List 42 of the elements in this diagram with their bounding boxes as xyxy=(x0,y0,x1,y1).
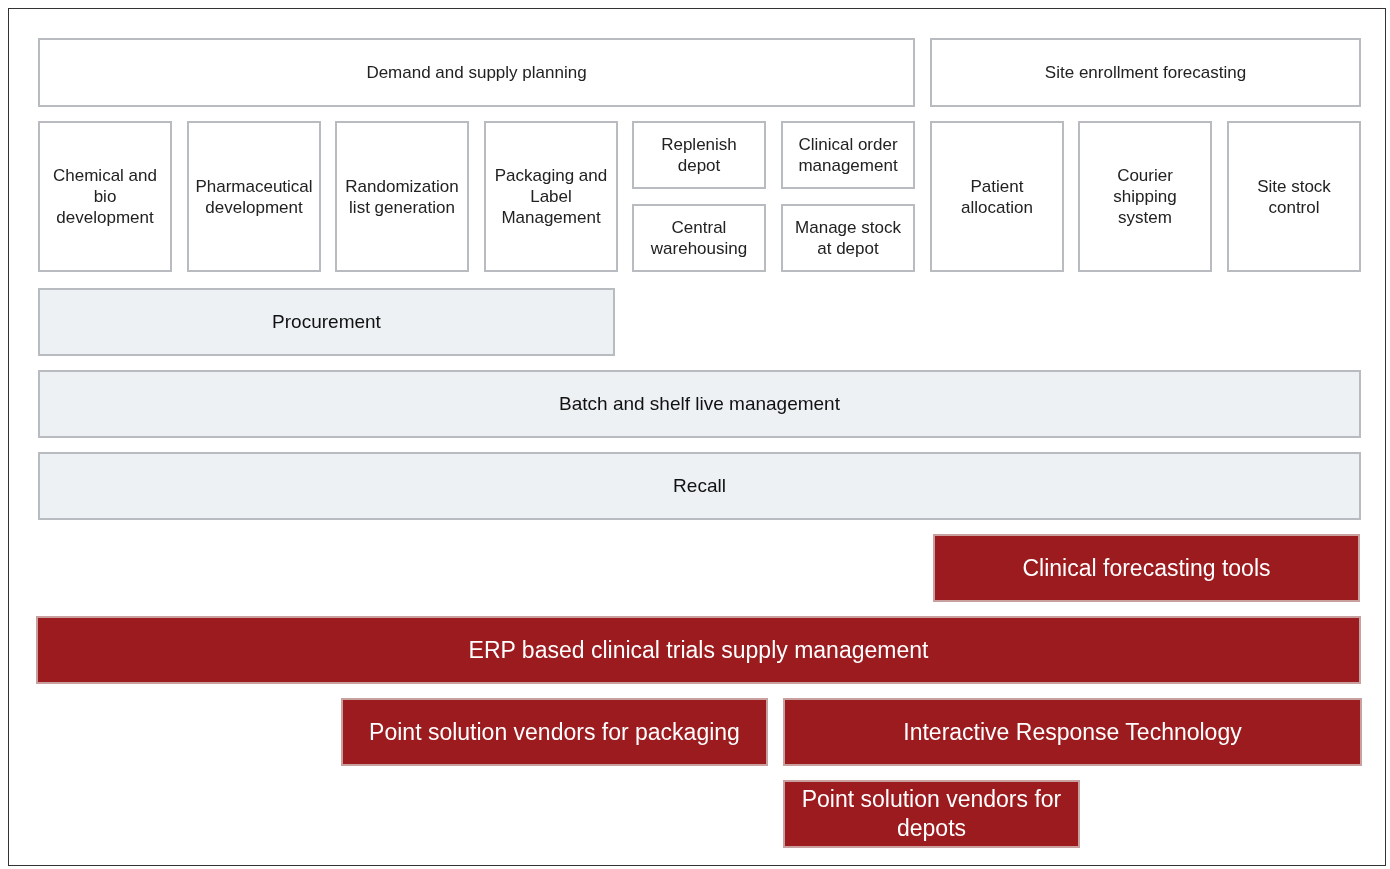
process-box xyxy=(38,121,172,272)
process-box xyxy=(38,452,1361,520)
box-label: Pharmaceutical development xyxy=(195,175,313,218)
process-box xyxy=(1078,121,1212,272)
process-box xyxy=(484,121,618,272)
box-label: Chemical and bio development xyxy=(52,165,158,228)
box-label: Point solution vendors for depots xyxy=(800,785,1063,843)
process-box xyxy=(933,534,1360,602)
box-label: Clinical forecasting tools xyxy=(1022,553,1271,583)
box-label: Randomization list generation xyxy=(344,175,460,218)
box-label: Replenish depot xyxy=(660,134,738,176)
box-label: Site enrollment forecasting xyxy=(1044,62,1247,83)
process-box xyxy=(930,38,1361,107)
box-label: Batch and shelf live management xyxy=(559,393,840,415)
box-label: ERP based clinical trials supply management xyxy=(468,635,929,665)
process-box xyxy=(783,780,1080,848)
process-box xyxy=(632,121,766,189)
box-label: Procurement xyxy=(272,311,381,333)
process-box xyxy=(335,121,469,272)
process-box xyxy=(38,288,615,356)
box-label: Recall xyxy=(673,475,726,497)
box-label: Packaging and Label Management xyxy=(493,165,609,228)
process-box xyxy=(1227,121,1361,272)
box-label: Demand and supply planning xyxy=(366,62,587,83)
process-box xyxy=(632,204,766,272)
box-label: Site stock control xyxy=(1256,175,1332,218)
process-box xyxy=(781,121,915,189)
box-label: Courier shipping system xyxy=(1112,165,1178,228)
box-label: Central warehousing xyxy=(649,217,749,259)
process-box xyxy=(187,121,321,272)
box-label: Interactive Response Technology xyxy=(903,717,1242,747)
process-box xyxy=(341,698,768,766)
process-box xyxy=(36,616,1361,684)
process-box xyxy=(783,698,1362,766)
process-box xyxy=(781,204,915,272)
box-label: Manage stock at depot xyxy=(794,217,902,259)
process-box xyxy=(38,38,915,107)
box-label: Clinical order management xyxy=(797,134,899,176)
box-label: Patient allocation xyxy=(960,175,1034,218)
process-box xyxy=(930,121,1064,272)
box-label: Point solution vendors for packaging xyxy=(369,717,740,747)
process-box xyxy=(38,370,1361,438)
